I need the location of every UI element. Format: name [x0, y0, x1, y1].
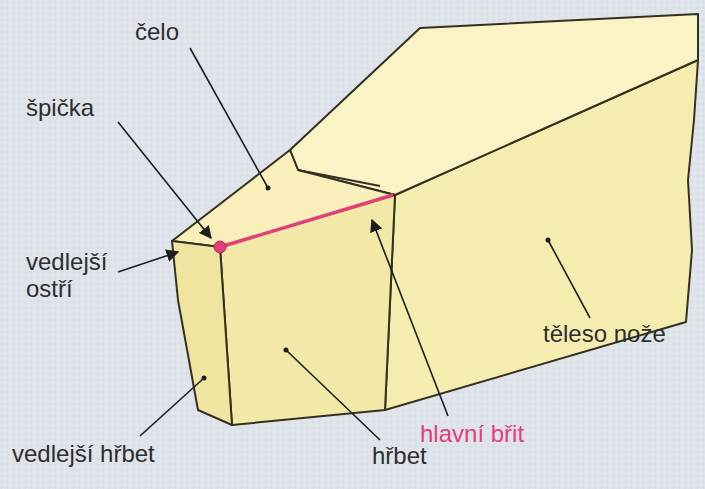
main-flank [220, 195, 395, 425]
part-label: špička [26, 94, 94, 121]
leader-arrow [118, 122, 211, 238]
leader-dot [202, 376, 207, 381]
leader-dot [284, 348, 289, 353]
main-cutting-edge [220, 195, 393, 247]
part-label: vedlejší ostří [26, 248, 144, 302]
leader-dot [546, 238, 551, 243]
leader-arrow [118, 252, 178, 272]
part-label: vedlejší hřbet [12, 440, 155, 467]
part-label: čelo [135, 18, 179, 45]
leader-line [190, 48, 268, 188]
tool-tip-dot [214, 241, 226, 253]
part-label: těleso nože [543, 320, 666, 347]
body-top-face [290, 14, 698, 195]
rake-edge-line [298, 170, 380, 186]
leader-line [286, 350, 380, 440]
part-label: hřbet [372, 442, 427, 469]
secondary-flank [172, 241, 232, 425]
leader-line [140, 378, 204, 436]
leader-line [548, 240, 590, 318]
leader-dot [266, 186, 271, 191]
part-label: hlavní břit [420, 420, 524, 447]
leader-arrow [372, 220, 448, 416]
